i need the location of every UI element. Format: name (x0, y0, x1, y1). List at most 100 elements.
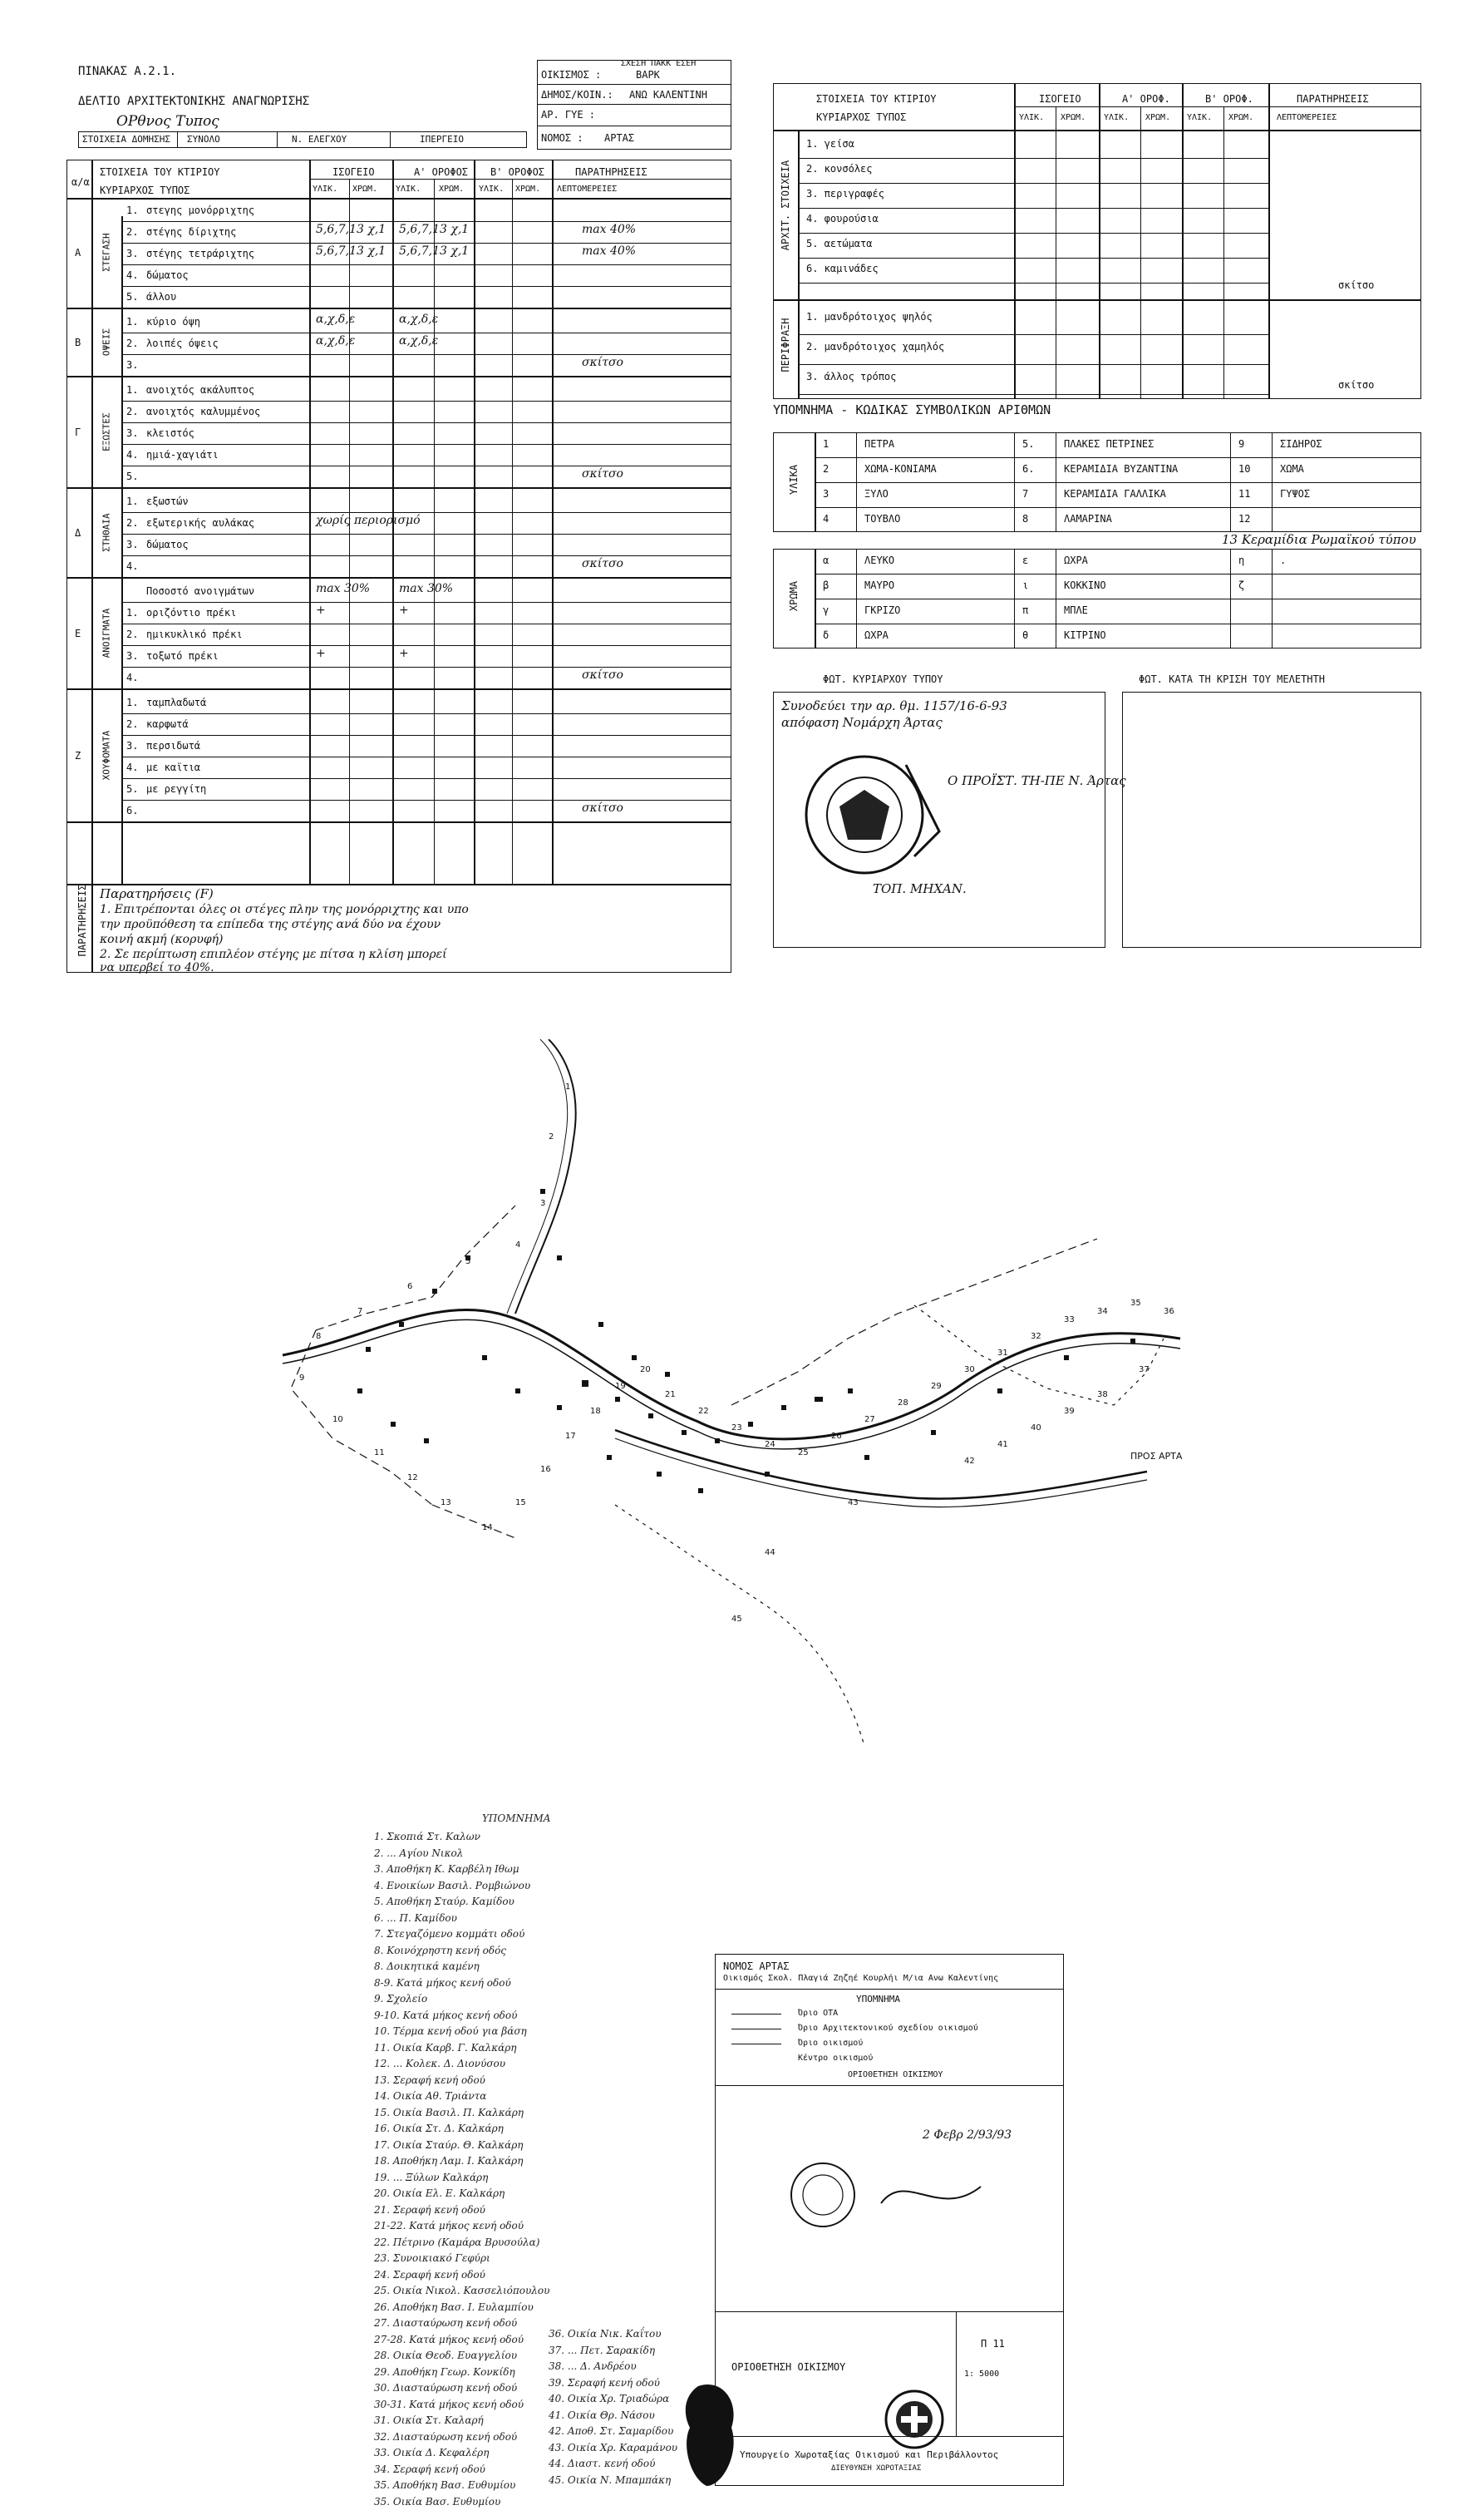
colors-cell: π (1022, 604, 1029, 616)
tb-line-3: Όριο οικισμού (798, 2039, 864, 2048)
row-remark: σκίτσο (582, 467, 623, 481)
r-elements: ΣΤΟΙΧΕΙΑ ΤΟΥ ΚΤΙΡΙΟΥ (816, 93, 937, 105)
row-label: στέγης δίριχτης (146, 226, 237, 238)
legend-entry: 5. Αποθήκη Σταύρ. Καμίδου (374, 1896, 514, 1907)
r-row-divider (798, 158, 1268, 159)
r-sec1-note: σκίτσο (1338, 279, 1375, 291)
colors-col-divider (1230, 549, 1231, 648)
legend-entry: 14. Οικία Αθ. Τριάντα (374, 2090, 487, 2102)
r-sec2-label: ΠΕΡΙΦΡΑΞΗ (780, 318, 791, 372)
map-number-label: 1 (565, 1082, 570, 1092)
row-floor-a-value: 5,6,7,13 χ,1 (399, 223, 470, 236)
map-number-label: 5 (465, 1257, 470, 1266)
legend-entry: 25. Οικία Νικολ. Κασσελιόπουλου (374, 2285, 550, 2296)
section-name: ΣΤΕΓΑΣΗ (101, 233, 112, 272)
r-row-divider (798, 364, 1268, 365)
row-floor-a-value: 5,6,7,13 χ,1 (399, 244, 470, 258)
row-divider (121, 264, 731, 265)
legend-entry: 30. Διασταύρωση κενή οδού (374, 2382, 518, 2394)
section-divider (66, 821, 731, 823)
tb-line-1: Όριο ΟΤΑ (798, 2009, 839, 2018)
row-number: 2. (126, 517, 139, 529)
map-number-label: 29 (931, 1382, 942, 1391)
colors-cell: θ (1022, 629, 1029, 641)
map-number-label: 24 (765, 1440, 775, 1449)
colors-cell: ΛΕΥΚΟ (864, 555, 895, 566)
legend-entry: 9. Σχολείο (374, 1993, 428, 2005)
row-ground-value: max 30% (316, 582, 371, 595)
r-h-mat-g: ΥΛΙΚ. (1019, 113, 1045, 122)
row-label: στεγης μονόρριχτης (146, 205, 255, 216)
map-number-label: 22 (698, 1407, 709, 1416)
map-number-label: 9 (299, 1373, 304, 1383)
row-ground-value: + (316, 604, 326, 617)
notes-title: Παρατηρήσεις (F) (100, 886, 214, 901)
r-sec2-row: 2. μανδρότοιχος χαμηλός (806, 341, 945, 353)
form-title: ΔΕΛΤΙΟ ΑΡΧΙΤΕΚΤΟΝΙΚΗΣ ΑΝΑΓΝΩΡΙΣΗΣ (78, 95, 310, 108)
row-label: στέγης τετράριχτης (146, 248, 255, 259)
materials-cell: 6. (1022, 463, 1035, 475)
r-sec1-row: 5. αετώματα (806, 238, 873, 249)
map-number-label: 11 (374, 1448, 385, 1457)
r-sec1-label: ΑΡΧΙΤ. ΣΤΟΙΧΕΙΑ (780, 160, 791, 251)
materials-cell: ΤΟΥΒΛΟ (864, 513, 901, 525)
row-floor-a-value: + (399, 604, 409, 617)
legend-entry: 37. ... Πετ. Σαρακίδη (549, 2344, 656, 2356)
row-number: 5. (126, 471, 139, 482)
official-stamp (805, 755, 941, 875)
colors-cell: γ (823, 604, 830, 616)
row-label: κύριο όψη (146, 316, 201, 328)
row-number: 3. (126, 248, 139, 259)
section-divider (66, 308, 731, 309)
main-table (66, 160, 731, 885)
legend-entry: 10. Τέρμα κενή οδού για βάση (374, 2025, 527, 2037)
row-number: 2. (126, 406, 139, 417)
row-number: 1. (126, 607, 139, 619)
legend-entry: 15. Οικία Βασιλ. Π. Καλκάρη (374, 2106, 524, 2118)
note-line-3: κοινή ακμή (κορυφή) (100, 933, 224, 946)
handwritten-2: απόφαση Νομάρχη Άρτας (781, 715, 943, 730)
map-numbers: 1234567891011121314151617181920212223242… (299, 1082, 1174, 1624)
row-label: οριζόντιο πρέκι (146, 607, 237, 619)
legend-entry: 7. Στεγαζόμενο κομμάτι οδού (374, 1928, 525, 1940)
title-block: ΝΟΜΟΣ ΑΡΤΑΣ Οικισμός Σκολ. Πλαγιά Ζηζηέ … (715, 1954, 1064, 2486)
r-h-mat-b: ΥΛΙΚ. (1187, 113, 1213, 122)
row-number: 3. (126, 740, 139, 752)
colors-cell: ΜΑΥΡΟ (864, 579, 895, 591)
row-number: 3. (126, 427, 139, 439)
section-name: ΟΨΕΙΣ (101, 328, 112, 357)
section-letter: Γ (75, 427, 81, 438)
legend-entry: 18. Αποθήκη Λαμ. Ι. Καλκάρη (374, 2155, 524, 2167)
legend-entry: 16. Οικία Στ. Δ. Καλκάρη (374, 2123, 504, 2134)
materials-cell: 12 (1238, 513, 1251, 525)
section-name: ΕΞΩΣΤΕΣ (101, 412, 112, 451)
colors-cell: ΜΠΛΕ (1064, 604, 1088, 616)
legend-entry: 26. Αποθήκη Βασ. Ι. Ευλαμπίου (374, 2301, 534, 2313)
legend-entry: 43. Οικία Χρ. Καραμάνου (549, 2441, 678, 2453)
row-label: ημιά-χαγιάτι (146, 449, 219, 461)
materials-label: ΥΛΙΚΑ (788, 464, 800, 496)
materials-col-divider (1230, 432, 1231, 532)
legend-entry: 39. Σεραφή κενή οδού (549, 2376, 660, 2389)
map-number-label: 33 (1064, 1315, 1075, 1324)
legend-entry: 19. ... Ξύλων Καλκάρη (374, 2171, 489, 2183)
materials-divider (815, 482, 1421, 483)
row-floor-a-value: max 30% (399, 582, 454, 595)
legend-entry: 22. Πέτρινο (Καμάρα Βρυσούλα) (374, 2236, 540, 2248)
row-divider (121, 534, 731, 535)
row-label: με καϊτια (146, 762, 201, 773)
extra-material: 13 Κεραμίδια Ρωμαϊκού τύπου (1222, 532, 1416, 547)
legend-entry: 8. Κοινόχρηστη κενή οδός (374, 1944, 507, 1956)
r-sec2-row: 3. άλλος τρόπος (806, 371, 897, 382)
legend-entry: 30-31. Κατά μήκος κενή οδού (374, 2398, 524, 2410)
photo-eval-box (1122, 692, 1421, 948)
map-number-label: 2 (549, 1132, 554, 1142)
legend-entry: 20. Οικία Ελ. Ε. Καλκάρη (374, 2187, 505, 2199)
materials-cell: ΞΥΛΟ (864, 488, 889, 500)
row-remark: σκίτσο (582, 801, 623, 815)
map-number-label: 43 (848, 1498, 859, 1507)
header-cell-1: ΣΤΟΙΧΕΙΑ ΔΟΜΗΣΗΣ (82, 134, 170, 145)
section-divider (66, 376, 731, 377)
r-row-divider (798, 394, 1268, 395)
